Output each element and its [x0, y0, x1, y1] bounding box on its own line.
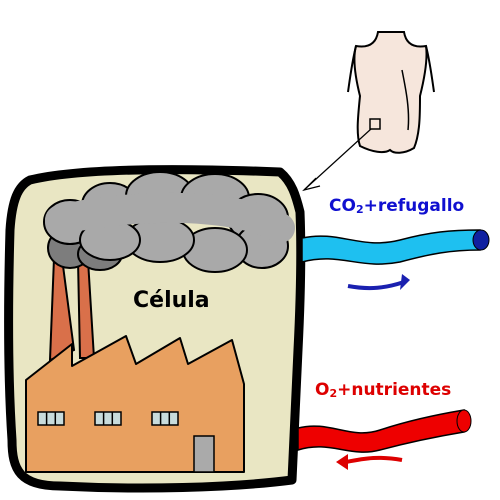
factory-windows — [37, 411, 179, 426]
co2-prefix: CO — [329, 196, 356, 216]
human-torso-icon — [347, 31, 435, 154]
co2-subscript: 2 — [355, 203, 364, 216]
o2-prefix: O — [315, 380, 330, 400]
factory-door — [193, 435, 215, 473]
cell-label: Célula — [133, 288, 210, 313]
o2-tube — [297, 409, 465, 453]
o2-nutrients-label: O2+nutrientes — [315, 380, 451, 400]
co2-tube-end — [472, 229, 490, 251]
inflow-arrow-icon — [336, 454, 403, 470]
zoom-arrow — [302, 128, 372, 192]
co2-tube — [301, 229, 481, 265]
zoom-square — [369, 118, 381, 130]
o2-tube-end — [456, 409, 472, 433]
o2-suffix: +nutrientes — [337, 380, 452, 400]
o2-subscript: 2 — [329, 387, 338, 400]
outflow-arrow-icon — [347, 274, 410, 291]
co2-suffix: +refugallo — [363, 196, 465, 216]
co2-waste-label: CO2+refugallo — [329, 196, 464, 216]
